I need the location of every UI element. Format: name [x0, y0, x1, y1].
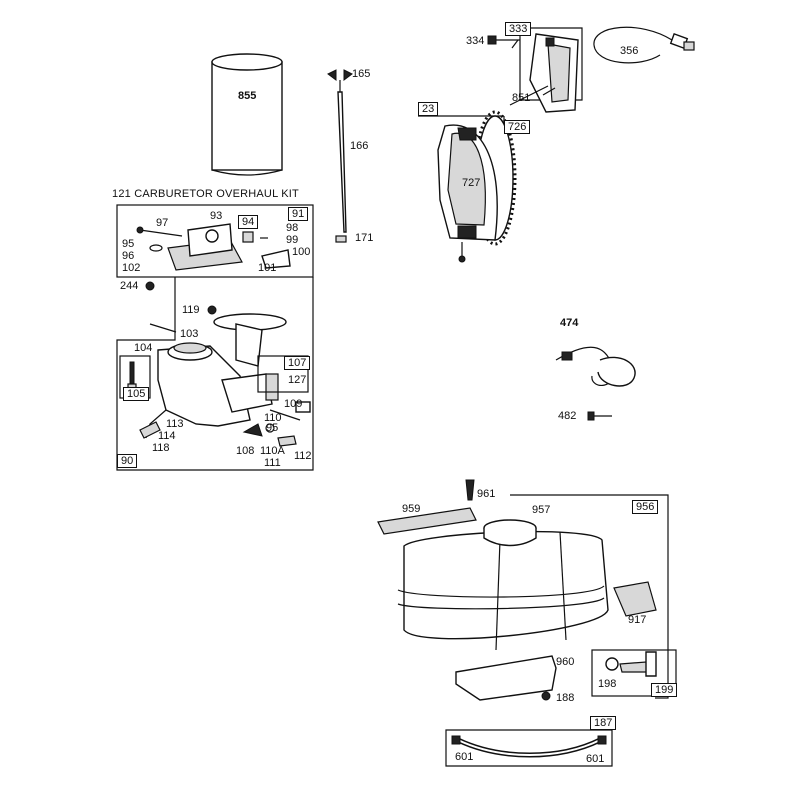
- part-label-356: 356: [620, 45, 639, 57]
- part-label-957: 957: [532, 504, 551, 516]
- part-label-165: 165: [352, 68, 371, 80]
- part-label-118: 118: [152, 442, 170, 454]
- part-label-959: 959: [402, 503, 421, 515]
- kit-box-91: [116, 204, 314, 278]
- part-label-198: 198: [598, 678, 617, 690]
- part-box-94: 94: [238, 215, 259, 229]
- part-box-199: 199: [651, 683, 678, 697]
- wire-356: [593, 26, 695, 64]
- part-label-727: 727: [462, 177, 481, 189]
- part-label-334: 334: [466, 35, 485, 47]
- part-box-91: 91: [288, 207, 309, 221]
- part-label-188: 188: [556, 692, 575, 704]
- part-label-960: 960: [556, 656, 575, 668]
- part-label-114: 114: [158, 430, 176, 442]
- part-label-244: 244: [120, 280, 139, 292]
- part-label-102: 102: [122, 262, 141, 274]
- part-label-166: 166: [350, 140, 369, 152]
- part-label-851: 851: [512, 92, 531, 104]
- harness-474: [555, 346, 636, 421]
- part-label-96: 96: [122, 250, 135, 262]
- fuel-line-187: [445, 729, 613, 767]
- part-label-961: 961: [477, 488, 496, 500]
- part-label-119: 119: [182, 304, 200, 316]
- part-label-95: 95: [122, 238, 135, 250]
- part-box-107: 107: [284, 356, 311, 370]
- carburetor-box-90: [116, 277, 314, 471]
- part-label-482: 482: [558, 410, 577, 422]
- part-label-112: 112: [294, 450, 312, 462]
- part-box-333: 333: [505, 22, 532, 36]
- part-box-956: 956: [632, 500, 659, 514]
- part-label-109: 109: [284, 398, 303, 410]
- part-box-90: 90: [117, 454, 138, 468]
- part-label-110A: 110A: [260, 445, 285, 457]
- dipstick-166: [327, 69, 353, 243]
- flywheel-23: [418, 110, 530, 263]
- part-label-97: 97: [156, 217, 169, 229]
- part-label-171: 171: [355, 232, 374, 244]
- part-label-111: 111: [264, 457, 281, 469]
- part-label-103: 103: [180, 328, 199, 340]
- part-label-127: 127: [288, 374, 307, 386]
- part-label-113: 113: [166, 418, 184, 430]
- part-label-601-left: 601: [455, 751, 474, 763]
- kit-title: 121 CARBURETOR OVERHAUL KIT: [112, 188, 299, 200]
- part-label-100: 100: [292, 246, 311, 258]
- part-label-474: 474: [560, 317, 579, 329]
- part-label-108: 108: [236, 445, 255, 457]
- part-label-110: 110: [264, 412, 282, 424]
- part-box-187: 187: [590, 716, 617, 730]
- ignition-module-333: [487, 27, 583, 113]
- part-label-855: 855: [238, 90, 257, 102]
- part-box-105: 105: [123, 387, 150, 401]
- air-filter-855: [211, 53, 283, 176]
- part-label-917: 917: [628, 614, 647, 626]
- part-label-99: 99: [286, 234, 299, 246]
- part-label-93: 93: [210, 210, 223, 222]
- part-label-101: 101: [258, 262, 277, 274]
- part-label-95b: 95: [266, 422, 279, 434]
- part-label-104: 104: [134, 342, 153, 354]
- part-label-98: 98: [286, 222, 299, 234]
- part-box-23: 23: [418, 102, 439, 116]
- fuel-tank-956: [377, 479, 677, 701]
- part-label-601-right: 601: [586, 753, 605, 765]
- part-box-726: 726: [504, 120, 531, 134]
